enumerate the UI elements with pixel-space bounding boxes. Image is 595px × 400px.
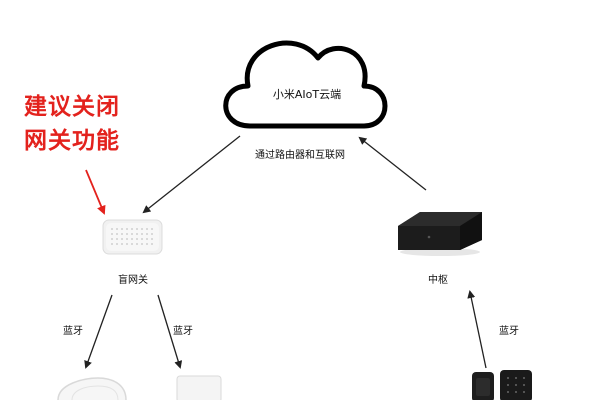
annotation-line-2: 网关功能 [24, 128, 120, 154]
bluetooth-label-left-2: 蓝牙 [173, 326, 193, 337]
cloud-label: 小米AIoT云端 [272, 88, 342, 101]
arrow-gateway-to-device-right [157, 294, 183, 369]
arrow-gateway-to-device-left [84, 294, 113, 369]
blind-gateway-device [102, 219, 163, 255]
router-connection-label: 通过路由器和互联网 [255, 150, 345, 161]
annotation-line-1: 建议关闭 [24, 94, 120, 120]
round-light-device [57, 377, 127, 400]
annotation-arrow [85, 169, 106, 215]
annotation-text: 建议关闭 网关功能 [24, 90, 120, 158]
hub-device [398, 212, 482, 256]
cloud-shape [223, 40, 388, 129]
hub-label: 中枢 [428, 275, 448, 286]
bluetooth-label-left-1: 蓝牙 [63, 326, 83, 337]
arrow-cloud-to-gateway [142, 135, 241, 214]
arrow-hub-to-cloud [358, 136, 427, 191]
arrow-lock-to-hub [467, 290, 487, 369]
bluetooth-label-right: 蓝牙 [499, 326, 519, 337]
sensor-panel-device [176, 375, 222, 400]
blind-gateway-label: 盲网关 [118, 275, 148, 286]
door-lock-device [472, 370, 532, 400]
